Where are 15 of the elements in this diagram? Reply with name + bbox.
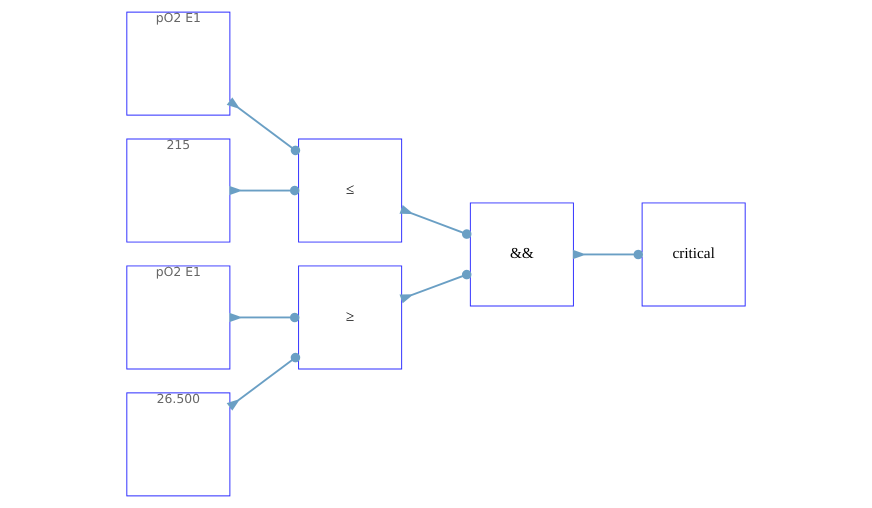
connector	[226, 352, 300, 411]
node-box: pO2 E1	[126, 265, 230, 370]
connector	[399, 205, 472, 239]
connector	[400, 270, 472, 304]
node-box: critical	[642, 202, 746, 306]
connector	[226, 97, 300, 156]
node-box: pO2 E1	[126, 12, 230, 116]
node-box: &&	[470, 202, 574, 306]
connector	[572, 250, 644, 260]
node-box: 215	[126, 138, 230, 243]
node-box: 26.500	[126, 392, 230, 496]
node-box: ≤	[298, 138, 402, 243]
node-box: ≥	[298, 265, 402, 370]
connector	[229, 186, 300, 196]
connector	[229, 312, 300, 322]
